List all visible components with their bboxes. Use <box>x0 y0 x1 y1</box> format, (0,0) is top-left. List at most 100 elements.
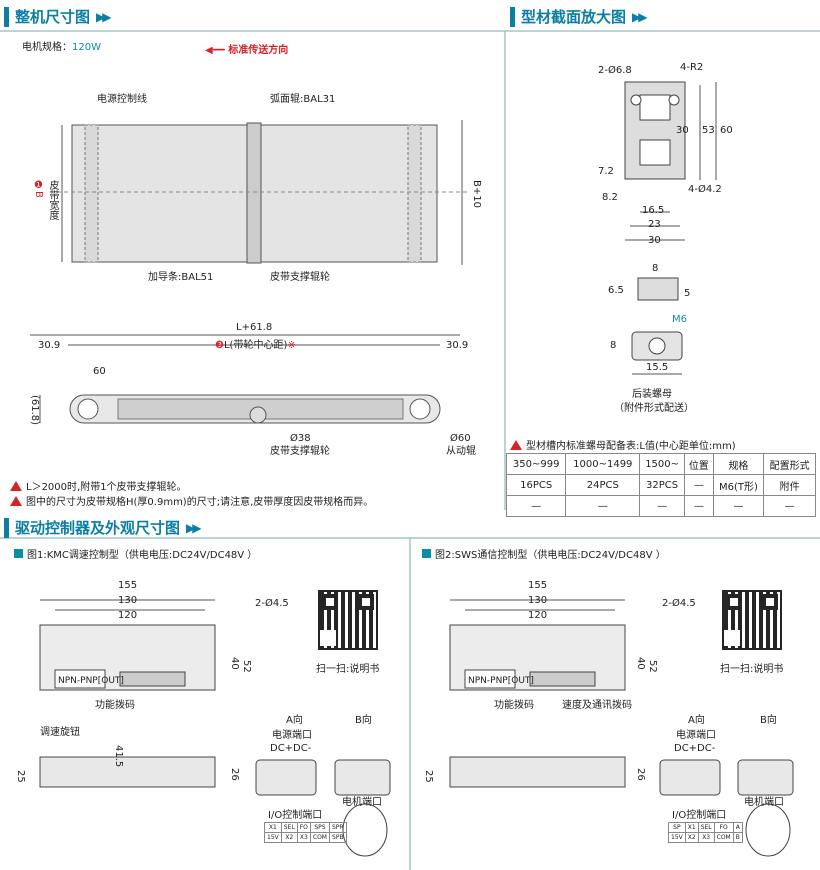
center-distance-label: ❸L(带轮中心距)※ <box>215 340 296 351</box>
dim-25: 25 <box>15 770 26 783</box>
dim-52: 52 <box>241 660 252 673</box>
dim-415: 41.5 <box>113 745 124 768</box>
table-cell: COM <box>713 832 734 843</box>
section-title: 型材截面放大图 <box>521 8 627 26</box>
table-cell: 配置形式 <box>763 453 816 475</box>
table-cell: — <box>712 495 765 517</box>
belt-width-num: ❶B <box>33 180 44 198</box>
dim-60v: 60 <box>720 125 733 136</box>
support-roller-label: 皮带支撑辊轮 <box>270 272 330 283</box>
dim-d60: Ø60 <box>450 433 471 444</box>
table-cell: 15V <box>264 832 282 843</box>
guide-label: 加导条:BAL51 <box>148 272 214 283</box>
section-title: 整机尺寸图 <box>15 8 91 26</box>
section-header-profile: 型材截面放大图 ▶▶ <box>510 6 648 27</box>
table-cell: — <box>505 495 567 517</box>
section-header-controller: 驱动控制器及外观尺寸图▶▶ <box>4 517 202 538</box>
qr-code-icon <box>722 590 782 650</box>
section-title: 驱动控制器及外观尺寸图 <box>15 519 181 537</box>
table-cell: — <box>683 474 714 496</box>
table-row: —————— <box>505 495 816 517</box>
table-cell: — <box>639 495 685 517</box>
table-cell: — <box>763 495 816 517</box>
table-cell: SEL <box>280 822 298 833</box>
controller-fig2 <box>449 599 794 857</box>
dim-left-309: 30.9 <box>38 340 61 351</box>
dim-right-309: 30.9 <box>446 340 469 351</box>
warning-icon <box>10 495 22 506</box>
table-cell: SPS <box>309 822 330 833</box>
dim-155: 155 <box>118 580 138 591</box>
dim-25: 25 <box>423 770 434 783</box>
motor-port-label: 电机端口 <box>342 797 382 808</box>
dim-26: 26 <box>635 768 646 781</box>
belt-width-label: 皮带宽度 <box>47 180 58 220</box>
table-cell: FO <box>296 822 311 833</box>
table-cell: — <box>683 495 714 517</box>
dim-130: 130 <box>118 595 138 606</box>
table-cell: FO <box>713 822 734 833</box>
dim-40: 40 <box>229 657 240 670</box>
table-cell: B <box>732 832 743 843</box>
dim-65: 6.5 <box>608 285 624 296</box>
power-line-label: 电源控制线 <box>97 94 147 105</box>
chevron-right-icon: ▶▶ <box>632 9 648 24</box>
support-roller-label-2: 皮带支撑辊轮 <box>270 446 330 457</box>
book-icon <box>422 549 431 558</box>
dim-155: 15.5 <box>646 362 669 373</box>
warning-icon <box>10 480 22 491</box>
table-cell: 1500~ <box>639 453 685 475</box>
a-direction: A向 <box>286 715 303 726</box>
fig1-title: 图1:KMC调速控制型（供电电压:DC24V/DC48V ） <box>14 546 257 561</box>
dim-26: 26 <box>229 768 240 781</box>
dim-40: 40 <box>635 657 646 670</box>
chevron-right-icon: ▶▶ <box>96 9 112 24</box>
table-cell: SPB <box>328 832 347 843</box>
table-cell: X1 <box>684 822 699 833</box>
dc-label: DC+DC- <box>674 743 716 754</box>
table-cell: SPR <box>328 822 347 833</box>
dim-120: 120 <box>118 610 138 621</box>
scan-label: 扫一扫:说明书 <box>316 664 380 675</box>
table-cell: 24PCS <box>565 474 641 496</box>
table-cell: — <box>565 495 641 517</box>
dim-l618: L+61.8 <box>236 322 273 333</box>
speed-label: 速度及通讯拨码 <box>562 700 632 711</box>
table-cell: SP <box>668 822 686 833</box>
dim-d45: 2-Ø4.5 <box>662 598 696 609</box>
npn-label: NPN-PNP[OUT] <box>58 676 124 686</box>
dim-30h: 30 <box>648 235 661 246</box>
dial-label: 功能拨码 <box>494 700 534 711</box>
warning-icon <box>510 439 522 450</box>
dim-5: 5 <box>684 288 691 299</box>
dim-r2: 4-R2 <box>680 62 704 73</box>
table-cell: COM <box>309 832 330 843</box>
arc-roller-label: 弧面辊:BAL31 <box>270 94 336 105</box>
controller-fig1 <box>39 599 391 857</box>
dim-60: 60 <box>93 366 106 377</box>
dim-d42: 4-Ø4.2 <box>688 184 722 195</box>
dim-d45: 2-Ø4.5 <box>255 598 289 609</box>
table-cell: 附件 <box>763 474 816 496</box>
dim-8a: 8 <box>652 263 659 274</box>
dim-130: 130 <box>528 595 548 606</box>
section-header-dimensions: 整机尺寸图 ▶▶ <box>4 6 112 27</box>
dim-165: 16.5 <box>642 205 665 216</box>
table-cell: 1000~1499 <box>565 453 641 475</box>
dim-23: 23 <box>648 219 661 230</box>
table-cell: 位置 <box>683 453 714 475</box>
table-cell: 32PCS <box>639 474 685 496</box>
dim-53: 53 <box>702 125 715 136</box>
table-cell: 16PCS <box>505 474 567 496</box>
table-title: 型材槽内标准螺母配备表:L值(中心距单位:mm) <box>510 437 736 452</box>
arrow-left-icon: ◀━━ <box>205 45 229 56</box>
table-cell: X1 <box>264 822 282 833</box>
dim-m6: M6 <box>672 314 687 325</box>
table-cell: 规格 <box>712 453 765 475</box>
power-port-label: 电源端口 <box>676 730 716 741</box>
table-cell: SEL <box>697 822 715 833</box>
